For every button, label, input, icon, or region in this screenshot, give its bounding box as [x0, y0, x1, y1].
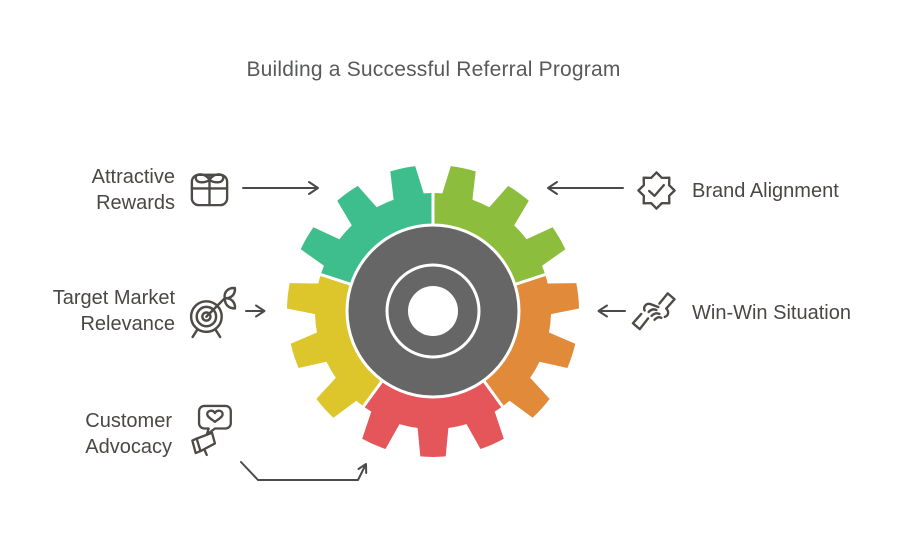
label-attractive-rewards-line1: Attractive — [91, 166, 175, 188]
label-brand-alignment-text: Brand Alignment — [692, 180, 839, 202]
arrowhead-target-market — [255, 304, 266, 318]
arrowhead-win-win — [597, 304, 608, 318]
label-target-market-line1: Target Market — [52, 287, 175, 309]
label-customer-advocacy-line1: Customer — [85, 410, 172, 432]
arrowhead-customer-advocacy — [357, 463, 368, 474]
label-customer-advocacy-line2: Advocacy — [85, 436, 172, 458]
label-target-market-line2: Relevance — [80, 313, 175, 335]
gear-hub-hole — [408, 286, 458, 336]
label-attractive-rewards-line2: Rewards — [96, 192, 175, 214]
label-win-win-text: Win-Win Situation — [692, 302, 851, 324]
label-target-market-relevance: Target Market Relevance — [20, 285, 175, 337]
target-dart-icon — [185, 286, 238, 339]
megaphone-heart-icon — [188, 401, 238, 457]
label-customer-advocacy: Customer Advocacy — [37, 408, 172, 460]
label-attractive-rewards: Attractive Rewards — [40, 164, 175, 216]
gear-hub-ring — [385, 263, 481, 359]
arrow-customer-advocacy — [240, 461, 366, 481]
gear-diagram — [287, 166, 579, 457]
gift-icon — [186, 164, 233, 211]
label-win-win-situation: Win-Win Situation — [692, 300, 902, 326]
label-brand-alignment: Brand Alignment — [692, 178, 892, 204]
badge-check-icon — [633, 167, 680, 214]
handshake-icon — [629, 287, 678, 336]
page-title: Building a Successful Referral Program — [246, 58, 621, 81]
